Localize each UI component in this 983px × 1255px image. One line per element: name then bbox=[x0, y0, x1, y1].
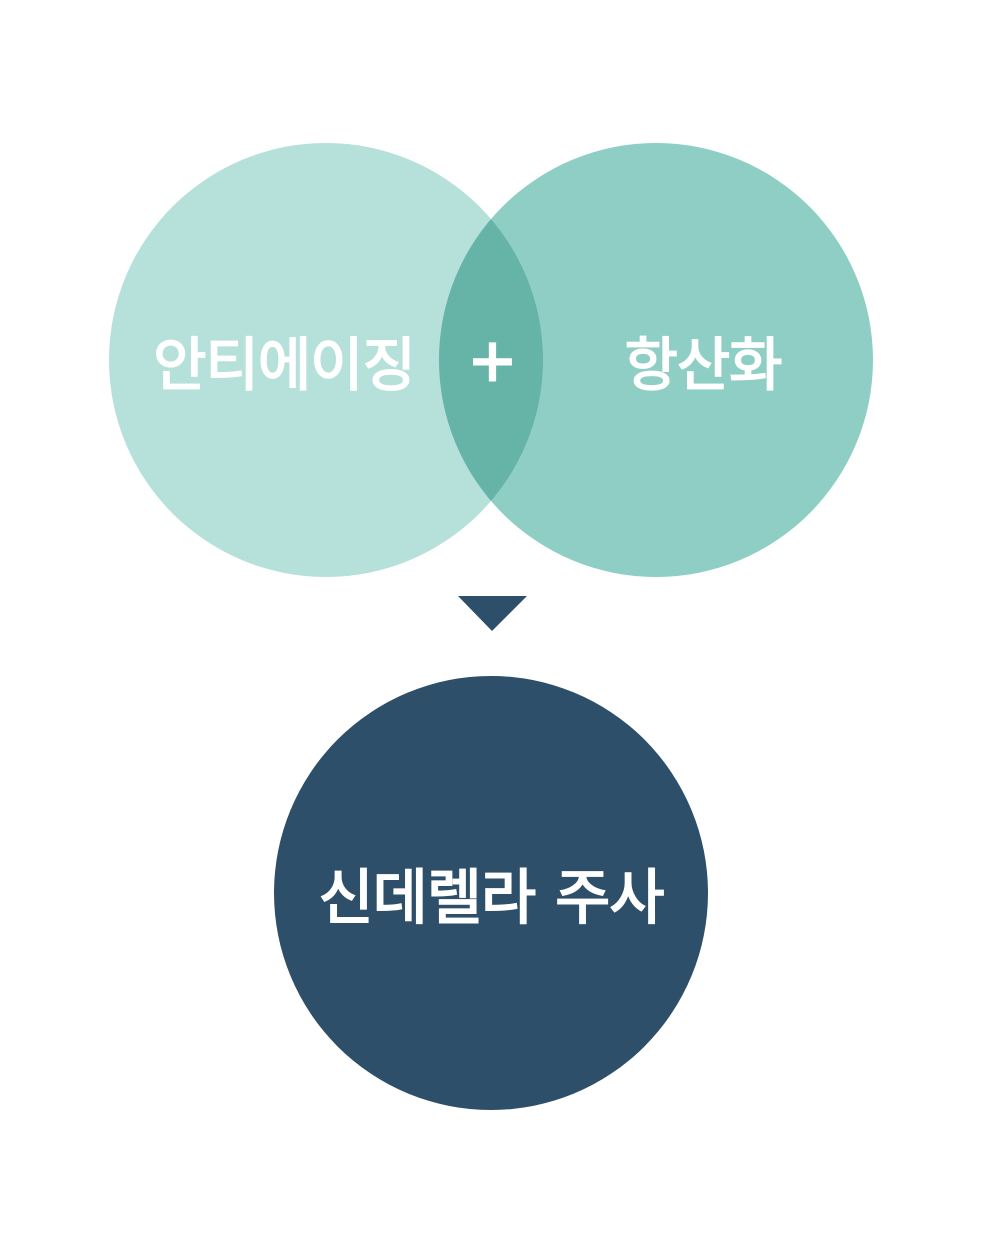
plus-sign: + bbox=[466, 323, 519, 397]
left-circle-label: 안티에이징 bbox=[153, 331, 416, 399]
triangle-down-icon bbox=[458, 596, 527, 631]
right-circle bbox=[439, 143, 873, 577]
right-circle-label: 항산화 bbox=[624, 331, 782, 399]
result-circle-label: 신데렐라 주사 bbox=[318, 863, 664, 934]
left-circle bbox=[109, 143, 543, 577]
result-circle bbox=[274, 676, 708, 1110]
